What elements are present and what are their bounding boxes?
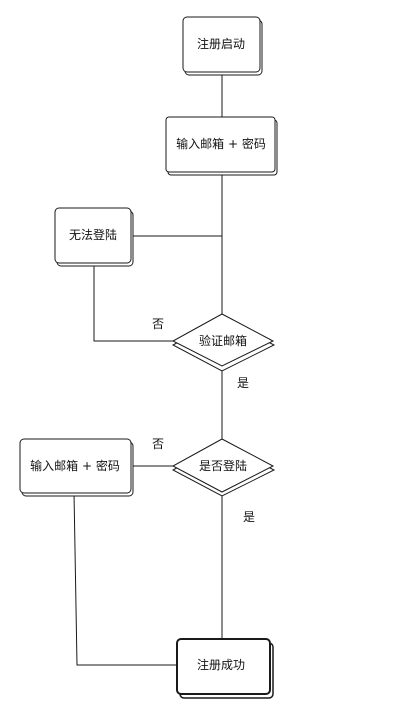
node-start: 注册启动	[182, 16, 263, 76]
node-verify-label: 验证邮箱	[199, 333, 247, 348]
edge-label-verify-yes: 是	[237, 376, 249, 390]
node-is-login: 是否登陆	[171, 438, 276, 497]
node-verify-email: 验证邮箱	[171, 313, 276, 372]
edge-label-verify-no: 否	[152, 317, 164, 331]
edge-label-is-login-yes: 是	[243, 510, 255, 524]
edge-verify-to-cannot-login	[93, 264, 173, 342]
node-cannot-login: 无法登陆	[54, 207, 134, 267]
node-input-email-password-2: 输入邮箱 + 密码	[19, 438, 134, 497]
node-input1-label: 输入邮箱 + 密码	[176, 136, 266, 151]
node-success: 注册成功	[176, 638, 274, 699]
node-is-login-label: 是否登陆	[199, 458, 247, 473]
node-success-label: 注册成功	[197, 657, 245, 672]
node-cannot-login-label: 无法登陆	[69, 227, 117, 242]
edge-input2-to-success	[73, 491, 177, 666]
node-input-email-password-1: 输入邮箱 + 密码	[165, 116, 278, 176]
node-input2-label: 输入邮箱 + 密码	[30, 458, 120, 473]
connectors	[73, 74, 223, 666]
edge-label-is-login-no: 否	[152, 437, 164, 451]
node-start-label: 注册启动	[197, 36, 245, 51]
